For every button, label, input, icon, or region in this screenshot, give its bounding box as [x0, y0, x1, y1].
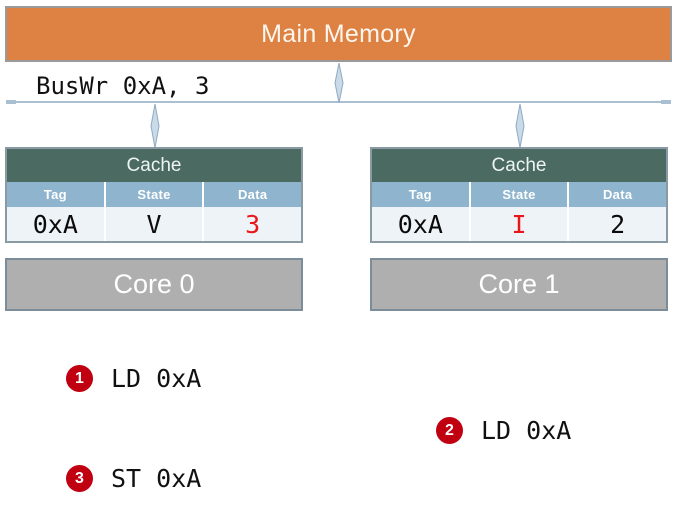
cache-data-row-core0: 0xA V 3	[7, 207, 301, 241]
cache-data-row-core1: 0xA I 2	[372, 207, 666, 241]
memory-to-bus-connector-icon	[334, 63, 344, 103]
instruction-item-2: 2 LD 0xA	[436, 416, 571, 445]
instruction-text-1: LD 0xA	[111, 364, 202, 393]
cache-tag-value-core0: 0xA	[7, 207, 106, 241]
instruction-text-2: LD 0xA	[481, 416, 572, 445]
main-memory-label: Main Memory	[261, 19, 416, 48]
cache-col-state-core1: State	[471, 182, 570, 207]
instruction-badge-3: 3	[66, 465, 93, 492]
cache-tag-value-core1: 0xA	[372, 207, 471, 241]
core-block-0: Core 0	[5, 258, 303, 311]
cache-block-core0: Cache Tag State Data 0xA V 3	[5, 147, 303, 243]
cache-col-data-core1: Data	[602, 187, 633, 202]
cache-data-value-core1: 2	[610, 209, 626, 239]
instruction-item-3: 3 ST 0xA	[66, 464, 201, 493]
cache-col-tag-core1: Tag	[372, 182, 471, 207]
core-label-0: Core 0	[113, 269, 195, 299]
bus-transaction-label: BusWr 0xA, 3	[36, 72, 210, 100]
bus-to-cache1-connector-icon	[515, 104, 525, 148]
cache-block-core1: Cache Tag State Data 0xA I 2	[370, 147, 668, 243]
cache-title-core0: Cache	[7, 149, 301, 182]
cache-header-row-core0: Tag State Data	[7, 182, 301, 207]
instruction-badge-1: 1	[66, 365, 93, 392]
cache-header-row-core1: Tag State Data	[372, 182, 666, 207]
bus-to-cache0-connector-icon	[150, 104, 160, 148]
cache-col-data-core0: Data	[237, 187, 268, 202]
core-label-1: Core 1	[478, 269, 560, 299]
instruction-badge-2: 2	[436, 417, 463, 444]
main-memory-block: Main Memory	[5, 6, 672, 62]
cache-data-value-core0: 3	[245, 209, 261, 239]
instruction-item-1: 1 LD 0xA	[66, 364, 201, 393]
core-block-1: Core 1	[370, 258, 668, 311]
cache-col-tag-core0: Tag	[7, 182, 106, 207]
cache-state-value-core0: V	[106, 207, 205, 241]
instruction-text-3: ST 0xA	[111, 464, 202, 493]
cache-title-core1: Cache	[372, 149, 666, 182]
cache-state-value-core1: I	[471, 207, 570, 241]
cache-col-state-core0: State	[106, 182, 205, 207]
